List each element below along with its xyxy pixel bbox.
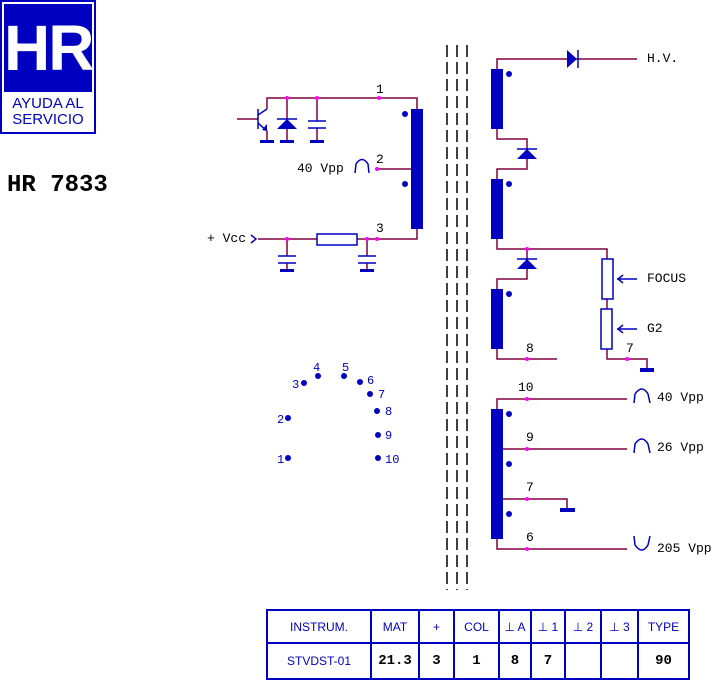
pin-label: 7 [626,341,634,356]
pin-label: 6 [526,530,534,545]
vcc-label: + Vcc [207,231,246,246]
focus-label: FOCUS [647,271,686,286]
negative-pulse-icon [633,535,651,551]
damper-diode-icon [277,98,297,143]
header-cell: ⊥ 1 [530,609,566,644]
primary-winding: 1 2 3 40 Vpp + Vcc [207,82,423,272]
value-cell: 3 [418,642,455,680]
hv-label: H.V. [647,51,678,66]
eht-winding: H.V. FOCUS G2 8 7 [491,50,686,372]
header-cell: ⊥ A [498,609,532,644]
pin-number: 9 [385,429,392,443]
pin-label: 9 [526,430,534,445]
value-cell: 8 [498,642,532,680]
pin-number: 2 [277,413,284,427]
value-cell [600,642,639,680]
g2-label: G2 [647,321,663,336]
header-cell: INSTRUM. [266,609,372,644]
signal-label: 26 Vpp [657,440,704,455]
pin-number: 10 [385,453,399,467]
model-title: HR 7833 [7,172,108,199]
pin-label: 3 [376,221,384,236]
value-cell: 21.3 [370,642,420,680]
logo-mark: HR [4,4,94,92]
signal-label: 40 Vpp [657,390,704,405]
capacitor-icon [358,239,376,272]
value-cell: 1 [453,642,500,680]
header-cell: TYPE [637,609,690,644]
pulse-icon [633,438,651,454]
value-cell [564,642,602,680]
header-cell: + [418,609,455,644]
input-arrow-icon [250,234,258,244]
transistor-icon [237,108,274,143]
resistor-icon [316,233,358,246]
signal-label: 205 Vpp [657,541,712,556]
pin-label: 7 [526,480,534,495]
header-cell: MAT [370,609,420,644]
transformer-core [446,45,468,590]
aux-winding: 10 9 7 6 40 Vpp 26 Vpp 205 Vpp [491,380,712,556]
hv-diode-icon [567,50,577,68]
g2-pot-icon [600,308,613,350]
pin-number: 8 [385,405,392,419]
pulse-icon [354,158,370,174]
pin-number: 4 [313,361,320,375]
pin-label: 1 [376,82,384,97]
header-cell: ⊥ 3 [600,609,639,644]
pin-label: 10 [518,380,534,395]
pulse-icon [633,388,651,404]
pin-number: 1 [277,453,284,467]
pin-number: 5 [342,361,349,375]
pin-label: 2 [376,152,384,167]
value-cell: 7 [530,642,566,680]
focus-pot-icon [601,258,614,300]
pin-number: 7 [378,388,385,402]
pinout-diagram: 1 2 3 4 5 6 7 8 9 10 [277,361,399,467]
header-cell: COL [453,609,500,644]
header-cell: ⊥ 2 [564,609,602,644]
pin-number: 3 [292,378,299,392]
table-row: STVDST-01 21.3 3 1 8 7 90 [266,642,690,680]
table-header-row: INSTRUM. MAT + COL ⊥ A ⊥ 1 ⊥ 2 ⊥ 3 TYPE [266,609,690,644]
value-cell: STVDST-01 [266,642,372,680]
pin-label: 8 [526,341,534,356]
value-cell: 90 [637,642,690,680]
capacitor-icon [308,98,326,143]
spec-table: INSTRUM. MAT + COL ⊥ A ⊥ 1 ⊥ 2 ⊥ 3 TYPE … [266,609,690,680]
capacitor-icon [278,239,296,272]
pin-number: 6 [367,374,374,388]
signal-label: 40 Vpp [297,161,344,176]
